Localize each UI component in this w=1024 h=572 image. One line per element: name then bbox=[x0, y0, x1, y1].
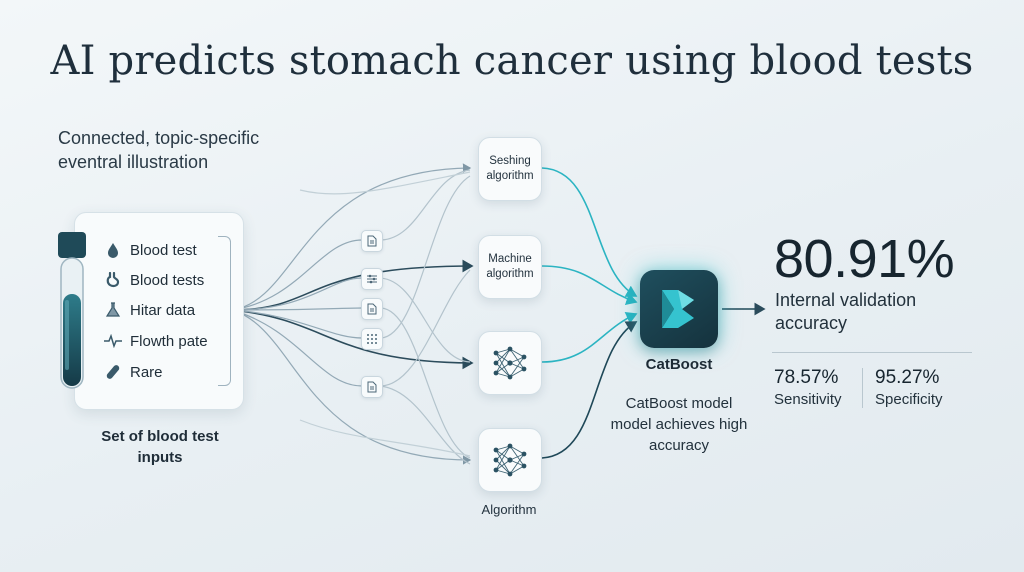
algorithm-box-network bbox=[478, 428, 542, 492]
pulse-icon bbox=[104, 332, 122, 350]
input-item-hitar-data: Hitar data bbox=[104, 297, 195, 323]
connector-line bbox=[299, 419, 471, 457]
algorithm-box-neural bbox=[478, 331, 542, 395]
model-name: CatBoost bbox=[645, 356, 713, 373]
connector-line bbox=[541, 321, 638, 459]
connector-line bbox=[231, 309, 472, 465]
neural-network-icon bbox=[493, 346, 527, 380]
sliders-icon bbox=[361, 268, 383, 290]
connector-line bbox=[231, 307, 363, 311]
metrics-divider bbox=[862, 368, 863, 408]
connector-line bbox=[231, 309, 363, 387]
sensitivity-value: 78.57% bbox=[774, 367, 839, 388]
specificity-value: 95.27% bbox=[875, 367, 940, 388]
connector-line bbox=[231, 309, 474, 370]
accuracy-value: 80.91% bbox=[774, 229, 955, 289]
algorithm-label: Seshing algorithm bbox=[486, 155, 534, 182]
input-item-label: Flowth pate bbox=[130, 332, 208, 350]
connector-line bbox=[541, 167, 638, 297]
algorithm-box-machine: Machine algorithm bbox=[478, 235, 542, 299]
inputs-bracket bbox=[218, 236, 231, 386]
document-icon bbox=[361, 298, 383, 320]
connector-line bbox=[379, 385, 471, 465]
connector-line bbox=[231, 309, 363, 339]
page-title: AI predicts stomach cancer using blood t… bbox=[50, 38, 974, 84]
sensitivity-label: Sensitivity bbox=[774, 391, 842, 408]
connector-line bbox=[379, 307, 471, 459]
connector-line bbox=[379, 277, 471, 363]
pill-icon bbox=[104, 363, 122, 381]
connector-line bbox=[379, 269, 471, 387]
connector-line bbox=[231, 163, 472, 311]
specificity-label: Specificity bbox=[875, 391, 943, 408]
document-icon bbox=[361, 376, 383, 398]
accuracy-label: Internal validation accuracy bbox=[775, 290, 917, 333]
connector-line bbox=[231, 259, 474, 311]
input-item-flowth-pate: Flowth pate bbox=[104, 328, 208, 354]
input-item-label: Blood test bbox=[130, 241, 197, 259]
connector-line bbox=[299, 171, 471, 195]
connector-line bbox=[231, 239, 363, 311]
results-divider bbox=[772, 352, 972, 353]
neural-network-icon bbox=[493, 443, 527, 477]
connector-line bbox=[231, 277, 363, 311]
algorithm-caption: Algorithm bbox=[481, 502, 537, 517]
inputs-caption: Set of blood test inputs bbox=[101, 428, 219, 466]
document-icon bbox=[361, 230, 383, 252]
connector-line bbox=[379, 175, 471, 339]
connector-line bbox=[541, 265, 638, 306]
catboost-logo-icon bbox=[662, 290, 694, 328]
input-item-label: Rare bbox=[130, 363, 163, 381]
connector-line bbox=[541, 312, 638, 363]
input-item-blood-test: Blood test bbox=[104, 237, 197, 263]
algorithm-label: Machine algorithm bbox=[486, 253, 534, 280]
grid-icon bbox=[361, 328, 383, 350]
algorithm-box-seshing: Seshing algorithm bbox=[478, 137, 542, 201]
drop-icon bbox=[104, 241, 122, 259]
subtitle: Connected, topic-specific eventral illus… bbox=[58, 128, 260, 172]
stomach-icon bbox=[104, 271, 122, 289]
input-item-rare: Rare bbox=[104, 359, 163, 385]
test-tube-icon bbox=[58, 232, 86, 389]
model-description: CatBoost model model achieves high accur… bbox=[610, 395, 748, 454]
flask-icon bbox=[104, 301, 122, 319]
input-item-label: Blood tests bbox=[130, 271, 205, 289]
catboost-model-box bbox=[640, 270, 718, 348]
input-item-blood-tests: Blood tests bbox=[104, 267, 204, 293]
input-item-label: Hitar data bbox=[130, 301, 196, 319]
